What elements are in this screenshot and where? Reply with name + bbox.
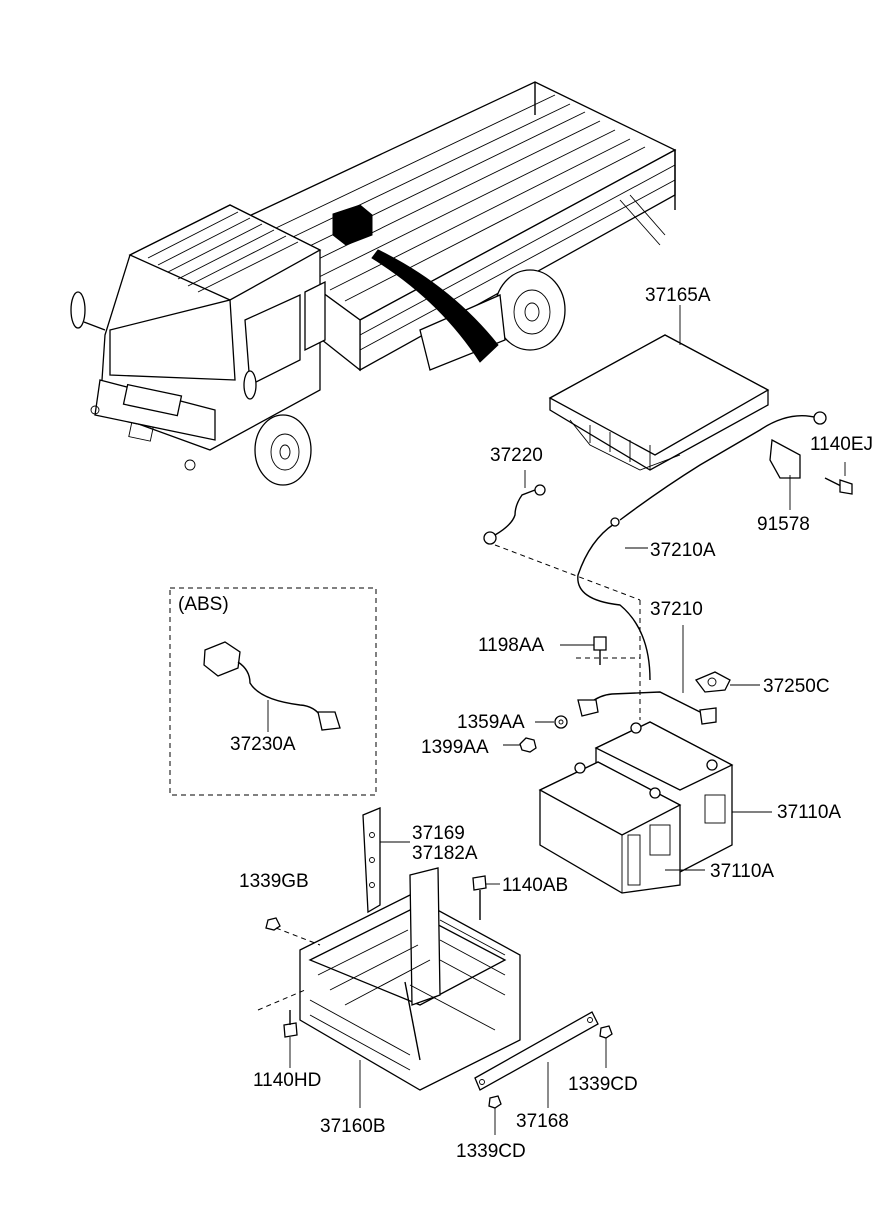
label-1140HD: 1140HD <box>253 1070 322 1091</box>
cable-terminal-eye <box>813 411 827 425</box>
jumper-cable-37210 <box>577 625 717 725</box>
washer-1359AA <box>554 715 568 729</box>
abs-sensor-37230A <box>203 641 341 731</box>
rear-window <box>304 280 326 352</box>
bracket-91578 <box>769 438 801 479</box>
label-37110A-front: 37110A <box>710 861 775 882</box>
abs-title: (ABS) <box>178 594 229 615</box>
cable-37210A-upper <box>619 415 819 521</box>
label-37230A: 37230A <box>230 734 296 755</box>
tray-ribs <box>309 919 506 1071</box>
rear-wheel <box>494 269 566 351</box>
strap-37168 <box>474 1011 599 1091</box>
label-1339CD-left: 1339CD <box>456 1141 526 1162</box>
label-1339CD-right: 1339CD <box>568 1074 638 1095</box>
mirror-left <box>70 291 86 329</box>
label-37110A-rear: 37110A <box>777 802 842 823</box>
label-37182A: 37182A <box>412 843 478 864</box>
label-37168: 37168 <box>516 1111 569 1132</box>
tray-floor <box>308 909 507 1006</box>
grille <box>122 383 183 417</box>
nut-1399AA <box>519 737 537 753</box>
terminal-37250C <box>694 671 731 693</box>
side-window <box>244 293 301 387</box>
label-37165A: 37165A <box>645 285 711 306</box>
tray-upright <box>409 867 441 1006</box>
cable-37220 <box>483 484 546 545</box>
bolt-1140EJ <box>824 477 853 495</box>
bolt-1198AA <box>593 636 607 665</box>
cable-37210A-lower <box>577 523 651 681</box>
nut-1339CD-left <box>488 1095 502 1109</box>
windshield <box>109 299 236 381</box>
battery-front <box>538 761 682 894</box>
battery-tray-37160B <box>299 867 521 1091</box>
bracket-37169 <box>362 807 381 914</box>
label-1140EJ: 1140EJ <box>810 434 874 455</box>
label-37210: 37210 <box>650 599 703 620</box>
label-91578: 91578 <box>757 514 810 535</box>
location-pointer-arrow <box>371 249 499 363</box>
label-1140AB: 1140AB <box>502 875 569 896</box>
truck-illustration <box>70 81 677 486</box>
cab-roof <box>128 204 322 301</box>
label-37250C: 37250C <box>763 676 830 697</box>
front-wheel <box>254 414 312 486</box>
bolt-1140HD <box>283 1010 298 1038</box>
mirror-right <box>243 370 257 400</box>
label-37220: 37220 <box>490 445 543 466</box>
nut-1339CD-right <box>599 1025 613 1039</box>
cover-top <box>548 334 770 456</box>
label-1399AA: 1399AA <box>421 737 489 758</box>
battery-cover <box>548 334 770 471</box>
battery-location-marker <box>332 204 373 246</box>
bolt-1140AB <box>472 875 487 920</box>
label-37160B: 37160B <box>320 1116 386 1137</box>
label-1198AA: 1198AA <box>478 635 545 656</box>
abs-box-border <box>169 587 377 796</box>
label-1359AA: 1359AA <box>457 712 525 733</box>
bed-slats <box>254 94 676 351</box>
roof-ribs <box>147 211 299 293</box>
label-1339GB: 1339GB <box>239 871 309 892</box>
label-37210A: 37210A <box>650 540 716 561</box>
label-37169: 37169 <box>412 823 465 844</box>
